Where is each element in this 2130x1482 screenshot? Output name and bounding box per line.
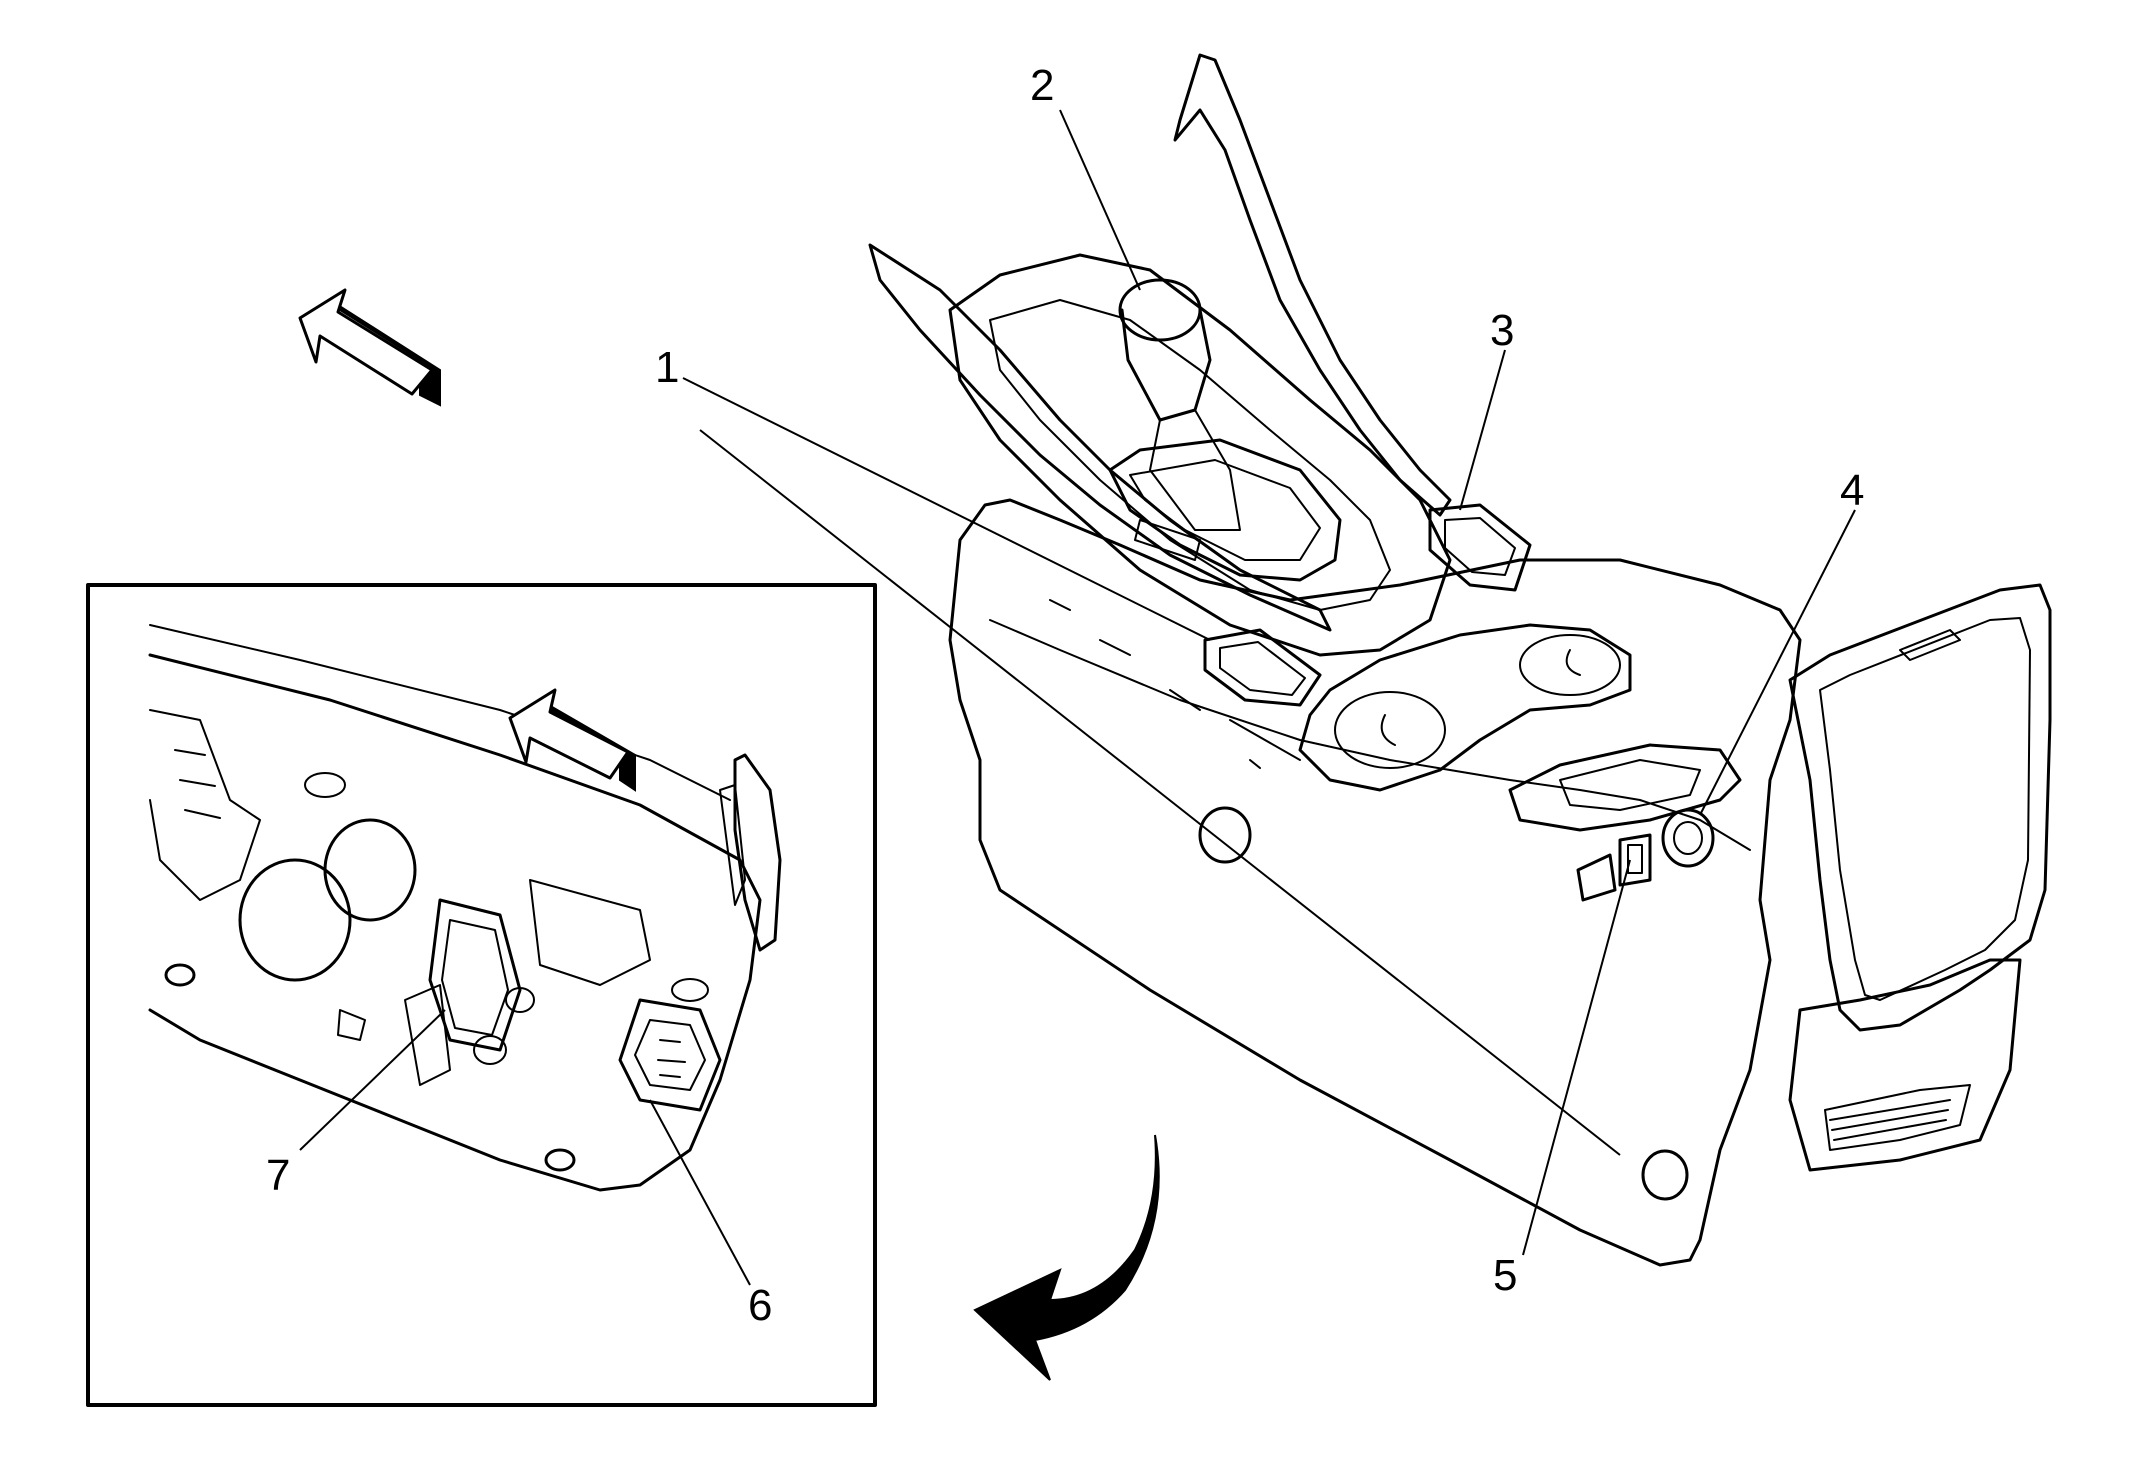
detail-inset bbox=[86, 583, 877, 1407]
rear-vent bbox=[1788, 958, 2022, 1172]
switch-connector bbox=[618, 998, 722, 1112]
callout-1: 1 bbox=[655, 343, 679, 392]
callout-5: 5 bbox=[1493, 1251, 1517, 1300]
armrest-lid bbox=[1788, 583, 2052, 1032]
power-outlet bbox=[1661, 808, 1715, 868]
rear-switch bbox=[1576, 833, 1652, 902]
wiring-bracket bbox=[404, 898, 535, 1086]
shift-knob bbox=[1118, 278, 1241, 531]
leader-lines bbox=[299, 109, 1856, 1286]
callout-7: 7 bbox=[266, 1151, 290, 1200]
center-console bbox=[868, 53, 2052, 1267]
cup-holders bbox=[1298, 623, 1632, 792]
switch-panel bbox=[1428, 503, 1532, 592]
inset-forward-arrow-icon bbox=[508, 688, 636, 792]
callout-2: 2 bbox=[1030, 61, 1054, 110]
callout-6: 6 bbox=[748, 1281, 772, 1330]
rotation-arrow-icon bbox=[973, 1134, 1160, 1381]
forward-direction-arrow-icon bbox=[298, 288, 441, 407]
callout-3: 3 bbox=[1490, 306, 1514, 355]
callout-4: 4 bbox=[1840, 466, 1864, 515]
